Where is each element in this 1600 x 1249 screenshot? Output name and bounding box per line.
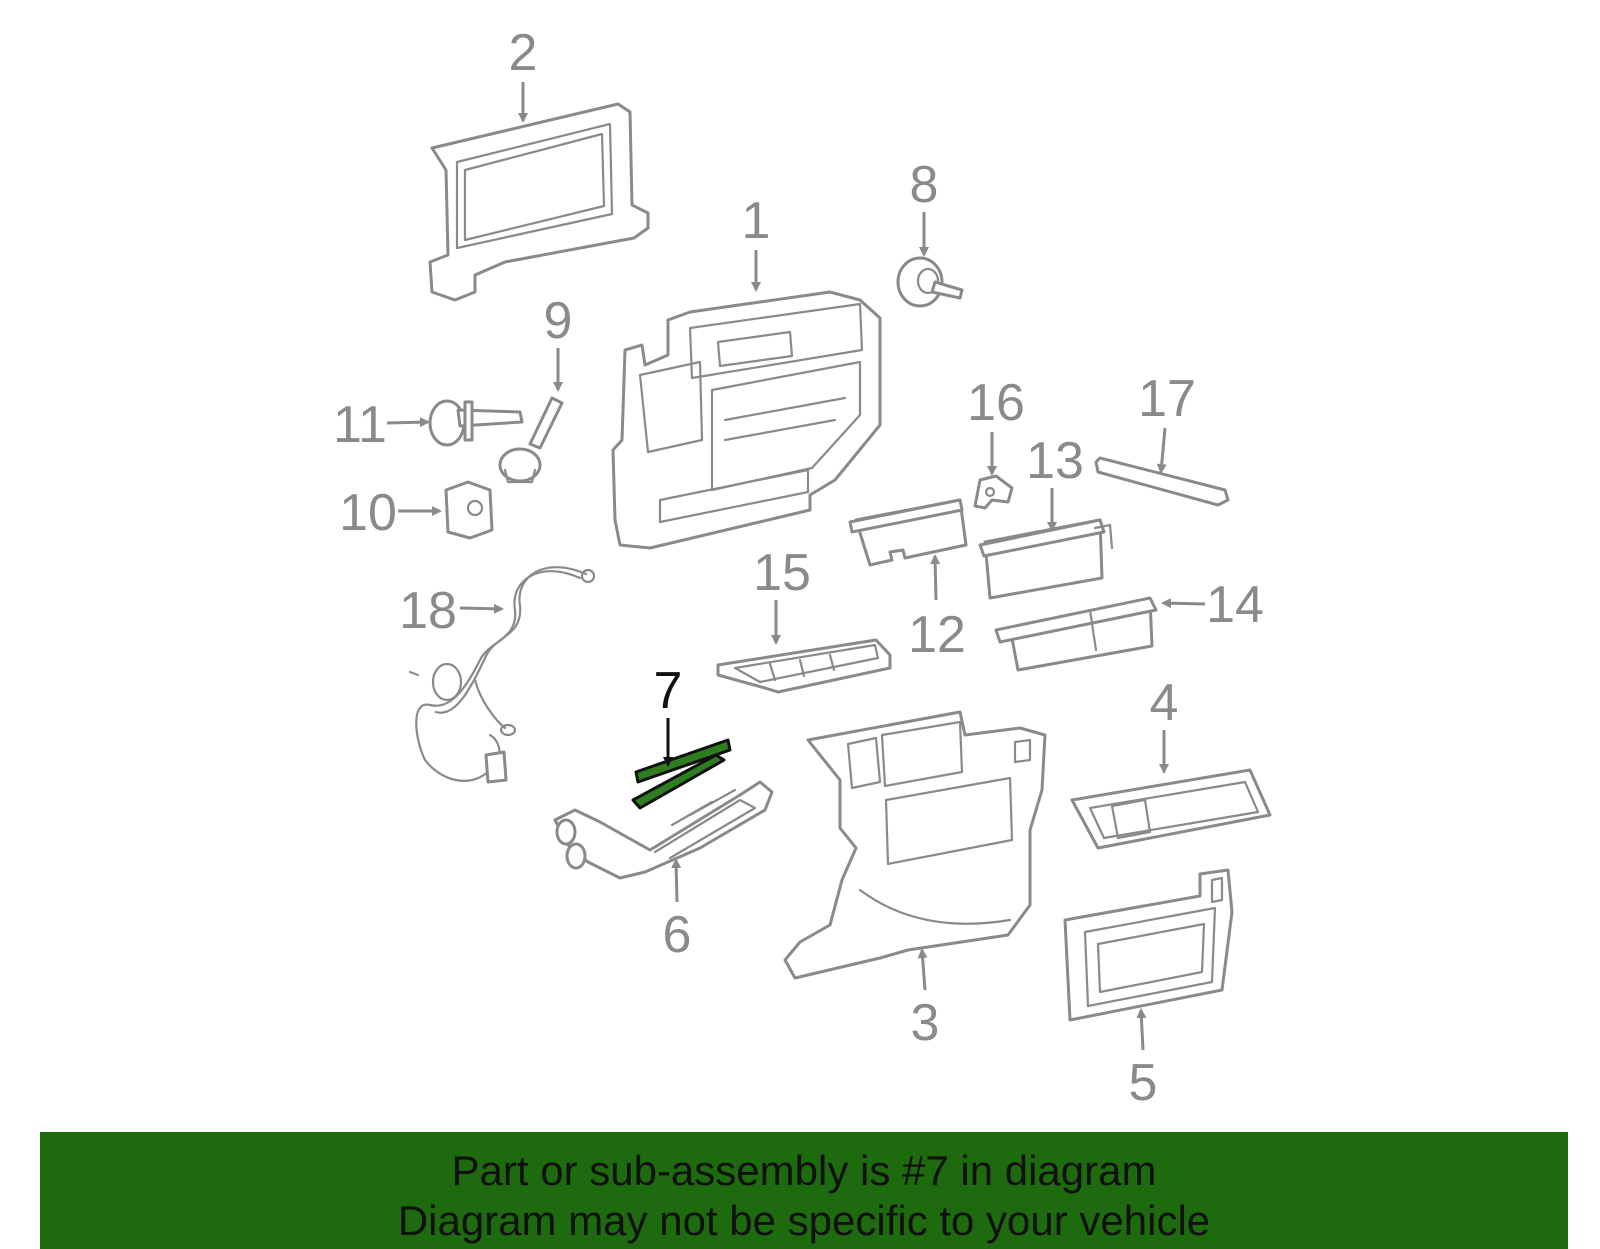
callout-10[interactable]: 10 <box>339 484 397 542</box>
part-1-housing[interactable] <box>611 290 882 550</box>
banner-line-2: Diagram may not be specific to your vehi… <box>397 1197 1211 1244</box>
callout-1[interactable]: 1 <box>742 192 771 250</box>
banner-line-1: Part or sub-assembly is #7 in diagram <box>451 1147 1157 1194</box>
callout-18[interactable]: 18 <box>399 582 457 640</box>
callout-2[interactable]: 2 <box>509 24 538 82</box>
part-18-harness[interactable] <box>408 566 596 784</box>
callout-17[interactable]: 17 <box>1138 370 1196 428</box>
callout-11[interactable]: 11 <box>333 396 387 454</box>
part-6-heater-core[interactable] <box>553 780 774 880</box>
callout-4[interactable]: 4 <box>1150 674 1179 732</box>
part-4-cover[interactable] <box>1070 768 1272 850</box>
callout-7[interactable]: 7 <box>654 662 683 720</box>
part-13-door[interactable] <box>978 518 1114 600</box>
part-3-lower-housing[interactable] <box>783 710 1047 980</box>
part-12-door[interactable] <box>848 498 968 567</box>
callout-8[interactable]: 8 <box>910 156 939 214</box>
arrow-18 <box>459 603 504 614</box>
arrow-11 <box>386 417 430 428</box>
info-banner: Part or sub-assembly is #7 in diagram Di… <box>40 1132 1568 1249</box>
part-11-actuator[interactable] <box>428 399 524 447</box>
callout-13[interactable]: 13 <box>1026 432 1084 490</box>
arrow-6 <box>671 858 682 903</box>
arrow-12 <box>930 554 941 601</box>
callout-arrows <box>386 82 1206 1051</box>
arrow-3 <box>917 948 928 991</box>
arrow-14 <box>1161 598 1206 609</box>
arrow-17 <box>1156 427 1167 474</box>
callout-15[interactable]: 15 <box>753 544 811 602</box>
part-10-actuator[interactable] <box>444 480 494 540</box>
part-7-seal[interactable] <box>631 738 732 810</box>
callout-14[interactable]: 14 <box>1206 576 1264 634</box>
arrow-5 <box>1136 1008 1147 1051</box>
part-5-gasket[interactable] <box>1063 868 1234 1022</box>
callout-16[interactable]: 16 <box>967 374 1025 432</box>
part-2-frame[interactable] <box>428 102 650 302</box>
callout-5[interactable]: 5 <box>1129 1054 1158 1112</box>
callout-9[interactable]: 9 <box>544 292 573 350</box>
part-9-motor[interactable] <box>498 396 564 484</box>
callout-12[interactable]: 12 <box>908 606 966 664</box>
callout-3[interactable]: 3 <box>911 994 940 1052</box>
part-14-door[interactable] <box>994 596 1158 672</box>
part-8-actuator[interactable] <box>896 256 964 308</box>
part-15-door[interactable] <box>716 638 892 694</box>
callout-6[interactable]: 6 <box>663 906 692 964</box>
part-16-clip[interactable] <box>973 474 1014 510</box>
callout-labels: 1 2 3 4 5 6 7 8 9 10 11 12 13 14 15 16 1… <box>333 24 1264 1112</box>
part-17-rod[interactable] <box>1094 456 1230 507</box>
